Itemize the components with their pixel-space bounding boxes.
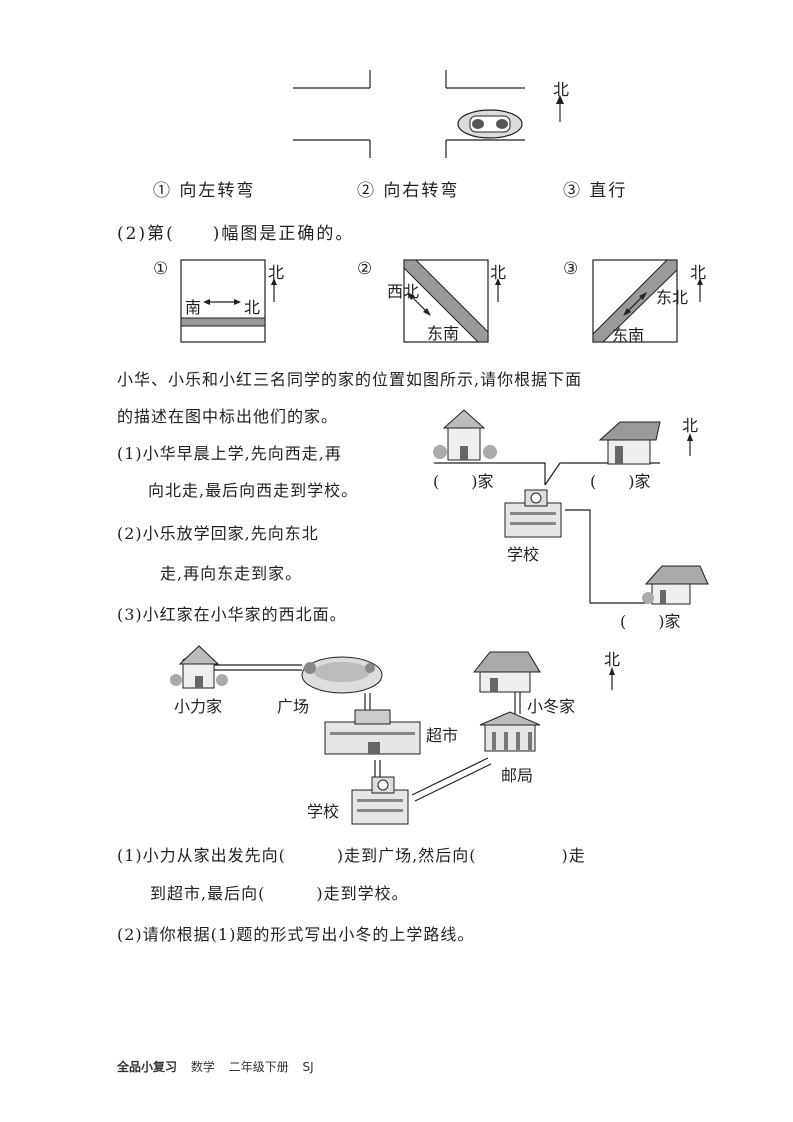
footer-book-title: 全品小复习 <box>117 1060 178 1074</box>
figure-3-number: ③ <box>563 259 581 279</box>
figure-2-northwest-label: 西北 <box>387 282 420 301</box>
problem-4-q2: (2)请你根据(1)题的形式写出小冬的上学路线。 <box>117 925 475 944</box>
problem-3-q3: (3)小红家在小华家的西北面。 <box>117 605 347 624</box>
post-office-building-icon <box>479 711 541 752</box>
house-icon <box>642 565 709 605</box>
question-2-prompt: (2)第( )幅图是正确的。 <box>117 224 355 244</box>
xiaoli-home-label: 小力家 <box>174 697 223 716</box>
north-label: 北 <box>553 80 570 99</box>
figure-3-north: 北 <box>690 263 707 282</box>
north-arrow-icon <box>556 95 564 122</box>
figure-3-northeast-label: 东北 <box>656 288 689 307</box>
problem-4-q1-line-2: 到超市,最后向( )走到学校。 <box>150 884 409 903</box>
map-2-school-label: 学校 <box>307 802 340 821</box>
north-arrow-icon <box>687 433 693 456</box>
square-park-icon <box>301 656 383 694</box>
problem-3-intro-line-1: 小华、小乐和小红三名同学的家的位置如图所示,请你根据下面 <box>117 370 583 389</box>
square-figure-3 <box>592 259 703 343</box>
figure-2-number: ② <box>357 259 375 279</box>
map-1-north-label: 北 <box>682 416 699 435</box>
figure-2-southeast-label: 东南 <box>427 324 460 343</box>
post-office-label: 邮局 <box>501 766 534 785</box>
footer-edition: SJ <box>302 1060 314 1074</box>
problem-3-q1-line-2: 向北走,最后向西走到学校。 <box>148 481 359 500</box>
school-building-icon <box>351 776 409 825</box>
square-figure-2 <box>403 259 501 343</box>
north-arrow-icon <box>609 667 615 690</box>
problem-3-q2-line-1: (2)小乐放学回家,先向东北 <box>117 524 319 543</box>
home-blank-right: ( )家 <box>590 472 651 491</box>
home-blank-bottom: ( )家 <box>620 612 681 631</box>
figure-1-north: 北 <box>268 263 285 282</box>
map-2-north-label: 北 <box>604 650 621 669</box>
supermarket-building-icon <box>324 709 421 755</box>
xiaodong-home-label: 小冬家 <box>527 697 576 716</box>
car-icon <box>457 109 523 139</box>
home-blank-left: ( )家 <box>433 472 494 491</box>
house-icon <box>170 645 228 689</box>
supermarket-label: 超市 <box>426 726 459 745</box>
road-intersection-figure <box>293 70 525 158</box>
footer-grade: 二年级下册 <box>228 1060 289 1074</box>
house-icon <box>598 421 661 465</box>
problem-3-intro-line-2: 的描述在图中标出他们的家。 <box>117 407 339 426</box>
route-map-2 <box>212 664 521 802</box>
house-icon <box>433 409 497 461</box>
page-footer: 全品小复习 数学 二年级下册 SJ <box>117 1058 314 1075</box>
figure-3-southeast-label: 东南 <box>612 326 645 345</box>
square-label: 广场 <box>277 697 310 716</box>
figure-1-number: ① <box>153 259 171 279</box>
figure-1-south-label: 南 <box>185 298 202 317</box>
problem-3-q2-line-2: 走,再向东走到家。 <box>160 564 303 583</box>
problem-4-q1-line-1: (1)小力从家出发先向( )走到广场,然后向( )走 <box>117 846 586 865</box>
footer-subject: 数学 <box>190 1060 215 1074</box>
square-figure-1 <box>180 259 277 343</box>
option-turn-right: ② 向右转弯 <box>357 181 460 201</box>
figure-1-north-label: 北 <box>244 298 261 317</box>
school-building-icon <box>504 489 562 538</box>
figure-2-north: 北 <box>490 263 507 282</box>
problem-3-q1-line-1: (1)小华早晨上学,先向西走,再 <box>117 444 342 463</box>
map-1-school-label: 学校 <box>507 545 540 564</box>
house-icon <box>472 651 541 693</box>
option-straight: ③ 直行 <box>563 181 628 201</box>
option-turn-left: ① 向左转弯 <box>153 181 256 201</box>
